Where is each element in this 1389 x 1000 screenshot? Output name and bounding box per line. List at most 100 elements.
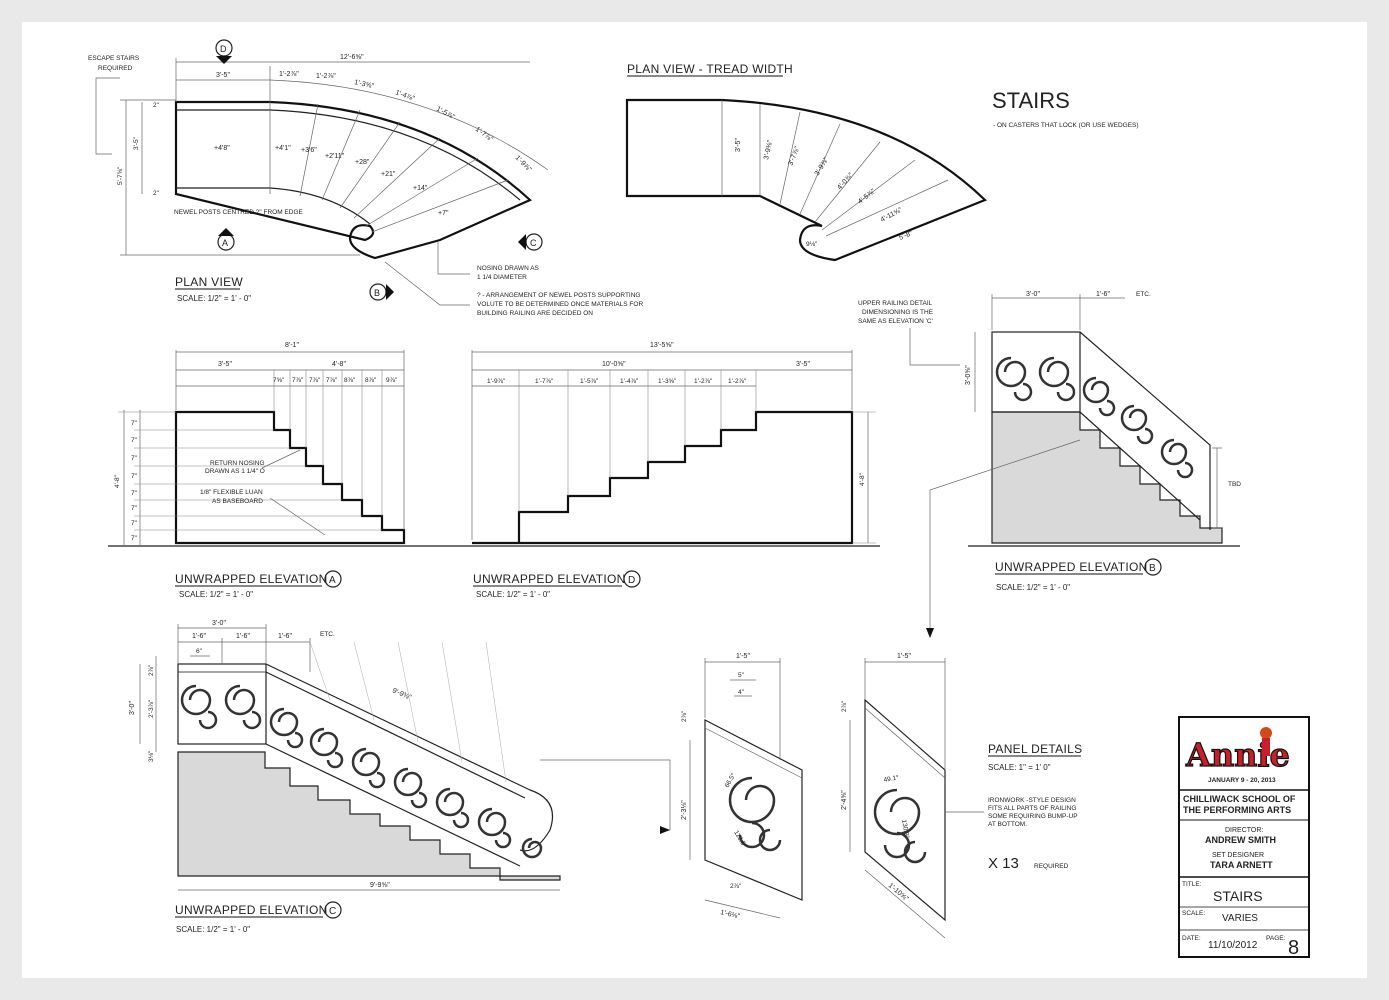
panel-2-height: 2'-4⅝" bbox=[841, 790, 848, 810]
luan-note-l2: AS BASEBOARD bbox=[212, 498, 263, 505]
sheet-title: STAIRS bbox=[992, 88, 1070, 113]
section-marker-a: A bbox=[217, 228, 235, 251]
tb-title-label: TITLE: bbox=[1182, 881, 1202, 888]
plan-scale: SCALE: 1/2" = 1' - 0" bbox=[177, 294, 251, 303]
panel-2-top: 1'-5" bbox=[897, 653, 911, 660]
elev-a-tread: 9⅞" bbox=[386, 377, 398, 384]
tread-line bbox=[365, 157, 479, 227]
elev-c-side-sub: 2'-3⅞" bbox=[148, 699, 155, 718]
elev-b-tbd: TBD bbox=[1228, 481, 1241, 488]
plan-left-depth: 3'-5" bbox=[216, 72, 230, 79]
tread-plan-outline bbox=[625, 98, 987, 262]
tread-line bbox=[799, 123, 841, 215]
escape-note-l1: ESCAPE STAIRS bbox=[88, 55, 140, 62]
arrangement-note-l1: ? - ARRANGEMENT OF NEWEL POSTS SUPPORTIN… bbox=[477, 292, 641, 299]
tb-school-l2: THE PERFORMING ARTS bbox=[1183, 805, 1291, 815]
elev-b-side: 3'-0⅝" bbox=[965, 365, 972, 385]
panel-1-top: 1'-5" bbox=[736, 653, 750, 660]
elev-b-rail bbox=[1079, 331, 1211, 530]
svg-text:C: C bbox=[530, 238, 537, 248]
ironwork-scroll bbox=[1120, 404, 1154, 445]
panel-1-bb: 2⅞" bbox=[730, 883, 742, 890]
elev-a-tread: 7⅞" bbox=[309, 377, 321, 384]
ironwork-scroll bbox=[224, 684, 262, 730]
elev-d-marker: D bbox=[628, 575, 635, 586]
leader bbox=[437, 242, 470, 275]
plan-seg: 1'-3⅝" bbox=[354, 79, 375, 90]
plan-height: +21" bbox=[381, 171, 396, 178]
tb-page-label: PAGE: bbox=[1266, 935, 1286, 942]
elev-d-tread: 1'-7⅞" bbox=[535, 378, 554, 385]
elev-a-right: 4'-8" bbox=[332, 361, 346, 368]
return-note-l2: DRAWN AS 1 1/4" O bbox=[205, 468, 265, 475]
upper-note-l3: SAME AS ELEVATION 'C' bbox=[858, 318, 933, 325]
elev-a-profile bbox=[174, 410, 406, 545]
tread-width: 4'-0⅞" bbox=[836, 172, 855, 192]
elevation-a: 8'-1" 3'-5" 4'-8" 7⅝" 7⅞" 7⅞" 7⅞" 8⅞" 8⅞… bbox=[108, 342, 460, 599]
panel-2-tt: 2⅞" bbox=[841, 700, 848, 712]
tread-line bbox=[371, 179, 509, 233]
title-block: Annie JANUARY 9 - 20, 2013 CHILLIWACK SC… bbox=[1178, 716, 1310, 959]
ironwork-scroll bbox=[477, 807, 512, 849]
plan-seg: 1'-2⅞" bbox=[316, 73, 336, 80]
svg-text:B: B bbox=[374, 288, 380, 298]
plan-overall-width: 12'-6⅝" bbox=[340, 54, 364, 61]
tread-width: 9⅛" bbox=[806, 241, 818, 248]
tb-page: 8 bbox=[1288, 937, 1299, 959]
tread-width: 3'-7⅞" bbox=[787, 145, 801, 166]
elev-c-six: 6" bbox=[196, 648, 203, 655]
elev-d-tread: 1'-9⅞" bbox=[487, 378, 506, 385]
tread-line bbox=[779, 111, 801, 205]
elev-c-top: 3'-0" bbox=[212, 620, 226, 627]
ironwork-scroll bbox=[1160, 438, 1194, 479]
plan-rail-bottom bbox=[176, 187, 371, 225]
elev-b-scale: SCALE: 1/2" = 1' - 0" bbox=[996, 583, 1070, 592]
upper-note-l1: UPPER RAILING DETAIL bbox=[858, 300, 933, 307]
panel-count: X 13 bbox=[988, 855, 1019, 872]
tb-dates: JANUARY 9 - 20, 2013 bbox=[1208, 777, 1276, 784]
nosing-note-l2: 1 1/4 DIAMETER bbox=[477, 274, 527, 281]
elev-a-tread: 8⅞" bbox=[344, 377, 356, 384]
elev-d-scale: SCALE: 1/2" = 1' - 0" bbox=[476, 590, 550, 599]
elev-b-top-a: 3'-0" bbox=[1026, 291, 1040, 298]
elev-c-diag: 9'-9⅜" bbox=[391, 687, 412, 701]
elev-a-left: 3'-5" bbox=[218, 361, 232, 368]
elev-a-tread: 7⅞" bbox=[326, 377, 338, 384]
elev-c-scale: SCALE: 1/2" = 1' - 0" bbox=[176, 925, 250, 934]
tb-scale-label: SCALE: bbox=[1182, 910, 1205, 917]
tread-width: 3'-9⅞" bbox=[814, 156, 831, 177]
ironwork-scroll bbox=[393, 767, 428, 809]
elev-a-riser: 7" bbox=[131, 437, 138, 444]
plan-height: +7" bbox=[438, 210, 449, 217]
panel-1-outline bbox=[704, 719, 803, 901]
elev-c-seg: ETC. bbox=[320, 631, 335, 638]
tb-date-label: DATE: bbox=[1182, 935, 1201, 942]
luan-note-l1: 1/8" FLEXIBLE LUAN bbox=[200, 489, 263, 496]
panel-2-scroll bbox=[873, 788, 927, 864]
plan-side-dim: 3'-5" bbox=[133, 136, 140, 150]
panel-1-scroll bbox=[728, 776, 782, 852]
ironwork-scroll bbox=[351, 747, 386, 789]
tb-designer: TARA ARNETT bbox=[1210, 860, 1273, 870]
panel-details: 1'-5" 5" 4" 2'-3⅛" 2⅞" 66.5° 113.5° 2⅞" … bbox=[681, 653, 1082, 939]
elev-c-side-sub: 2⅞" bbox=[148, 664, 155, 676]
tb-director-label: DIRECTOR: bbox=[1225, 827, 1263, 834]
panel-title: PANEL DETAILS bbox=[988, 742, 1082, 756]
plan-view: +4'8" +4'1" +3'6" +2'11" +28" +21" +14" … bbox=[88, 39, 643, 317]
tb-date: 11/10/2012 bbox=[1208, 940, 1258, 951]
tread-line bbox=[821, 159, 916, 231]
tread-width: 3'-5" bbox=[735, 138, 742, 152]
elev-d-tread: 1'-4⅞" bbox=[620, 378, 639, 385]
elev-a-height: 4'-8" bbox=[114, 474, 121, 488]
plan-height: +4'1" bbox=[275, 145, 291, 152]
panel-scale: SCALE: 1" = 1' 0" bbox=[988, 763, 1051, 772]
drawing-sheet: STAIRS - ON CASTERS THAT LOCK (OR USE WE… bbox=[22, 22, 1367, 978]
elev-a-riser: 7" bbox=[131, 455, 138, 462]
elev-b-etc: ETC. bbox=[1136, 291, 1151, 298]
tread-line bbox=[321, 109, 361, 201]
elev-c-seg: 1'-6" bbox=[278, 633, 292, 640]
elev-d-tread: 1'-2⅞" bbox=[694, 378, 713, 385]
elev-a-tread: 8⅞" bbox=[365, 377, 377, 384]
elev-c-title: UNWRAPPED ELEVATION bbox=[175, 903, 328, 917]
panel-1-five: 5" bbox=[738, 672, 745, 679]
